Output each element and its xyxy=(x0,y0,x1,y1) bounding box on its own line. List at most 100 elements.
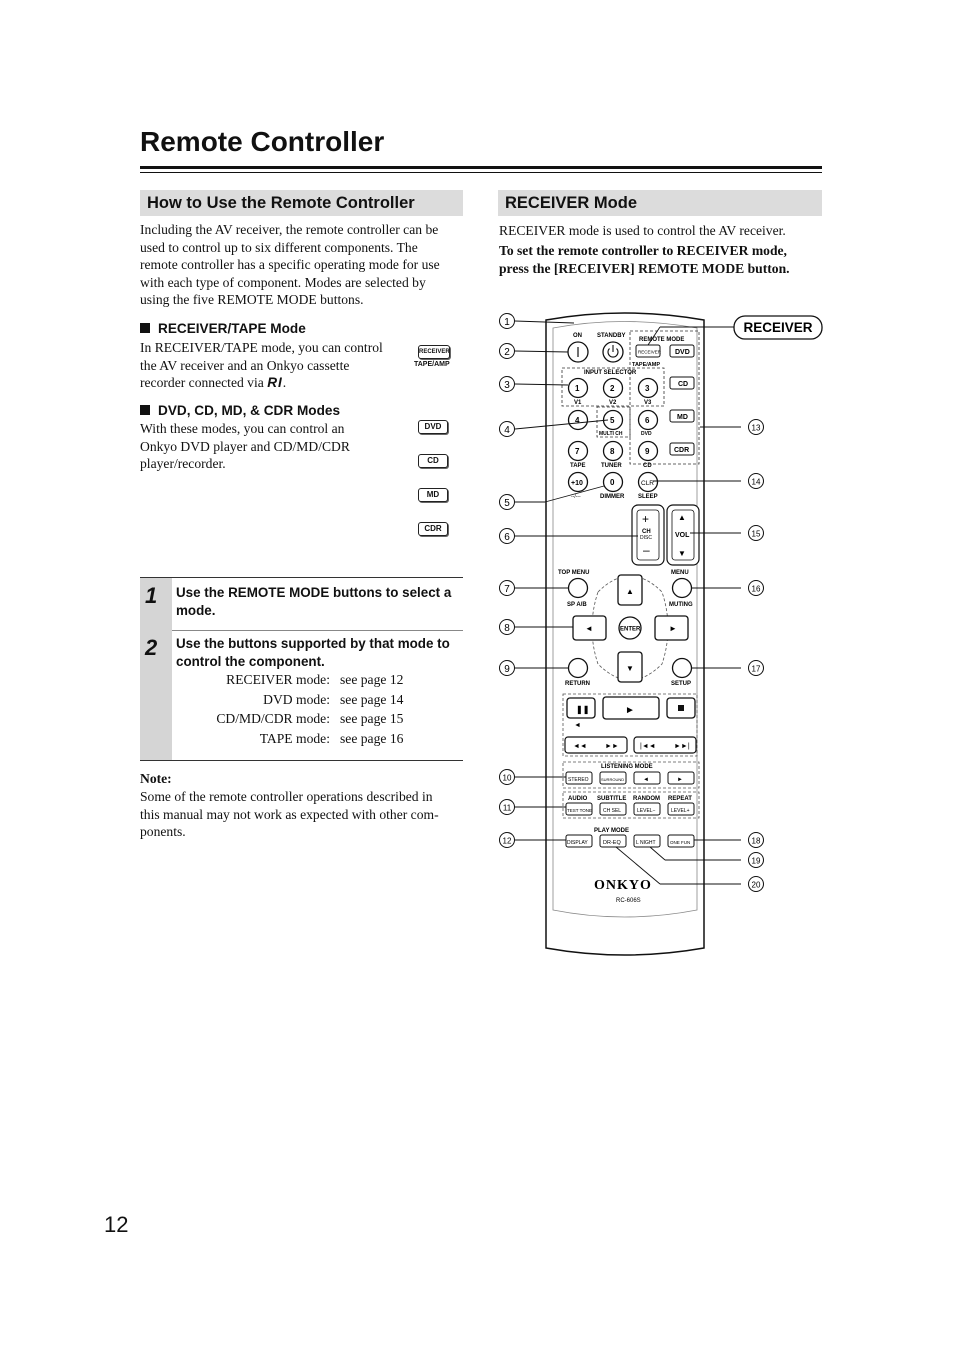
callout-number: 4 xyxy=(504,425,510,436)
one-fun-button[interactable] xyxy=(667,834,695,848)
bullet-square-icon xyxy=(140,405,150,415)
clr-button[interactable] xyxy=(637,471,659,493)
tape-label: TAPE xyxy=(570,463,586,469)
ri-symbol-icon: RI xyxy=(267,375,283,391)
late-night-button[interactable] xyxy=(633,834,661,848)
steps-box: 1 Use the REMOTE MODE buttons to select … xyxy=(140,577,463,761)
left-arrow-icon: ◄ xyxy=(585,624,593,633)
svg-text:CLR: CLR xyxy=(641,480,654,487)
cd-mode-button-illustration: CD xyxy=(418,454,448,468)
listening-mode-right-button[interactable] xyxy=(667,771,695,785)
receiver-mode-intro: RECEIVER mode is used to control the AV … xyxy=(499,223,786,238)
callout-marker xyxy=(748,876,764,892)
callout-number: 7 xyxy=(504,584,510,595)
digit-1-button[interactable] xyxy=(567,377,589,399)
digit-4-button[interactable] xyxy=(567,409,589,431)
intro-line: remote controller has a specific operati… xyxy=(140,257,440,273)
top-menu-button[interactable] xyxy=(567,577,589,599)
tuner-label: TUNER xyxy=(601,463,622,469)
receiver-mode-button-label: RECEIVER xyxy=(638,350,662,355)
svg-text:STEREO: STEREO xyxy=(568,777,589,783)
test-tone-button[interactable] xyxy=(565,802,593,816)
cdr-mode-button-illustration: CDR xyxy=(418,522,448,536)
enter-button[interactable] xyxy=(618,616,642,640)
level-plus-button[interactable] xyxy=(667,802,695,816)
random-label: RANDOM xyxy=(633,796,660,802)
right-arrow-button[interactable] xyxy=(654,615,689,641)
svg-text:CH SEL: CH SEL xyxy=(603,808,621,814)
play-button[interactable] xyxy=(602,696,660,720)
surround-button[interactable] xyxy=(599,771,627,785)
receiver-callout-label: RECEIVER xyxy=(743,320,812,335)
svg-text:LEVEL−: LEVEL− xyxy=(637,808,656,814)
vol-rocker[interactable] xyxy=(666,504,700,566)
md-mode-button[interactable] xyxy=(669,409,695,423)
left-arrow-button[interactable] xyxy=(572,615,607,641)
page-number: 12 xyxy=(104,1212,129,1237)
level-minus-button[interactable] xyxy=(633,802,661,816)
left-callouts: 1 2 3 4 5 6 7 8 9 10 11 12 xyxy=(499,313,515,848)
step-back-icon: ◄ xyxy=(574,722,581,729)
digit-9-button[interactable] xyxy=(637,440,659,462)
fast-forward-icon: ►► xyxy=(605,743,619,750)
display-button[interactable] xyxy=(565,834,593,848)
vol-down-icon: ▼ xyxy=(678,549,686,558)
receiver-tape-heading-text: RECEIVER/TAPE Mode xyxy=(158,321,306,336)
callout-marker xyxy=(748,419,764,435)
skip-rocker[interactable] xyxy=(633,736,697,754)
ch-rocker[interactable] xyxy=(631,504,665,566)
svg-text:L NIGHT: L NIGHT xyxy=(636,840,656,846)
digit-8-button[interactable] xyxy=(602,440,624,462)
onkyo-logo: ONKYO xyxy=(594,878,652,893)
up-arrow-icon: ▲ xyxy=(626,587,634,596)
pause-button[interactable] xyxy=(566,697,596,719)
skip-forward-icon: ►►| xyxy=(674,743,690,750)
note-line: this manual may not work as expected wit… xyxy=(140,806,439,822)
svg-text:DISPLAY: DISPLAY xyxy=(567,840,588,846)
svg-text:4: 4 xyxy=(575,416,580,425)
up-arrow-button[interactable] xyxy=(617,574,643,606)
cdr-mode-button[interactable] xyxy=(669,442,695,456)
callout-number: 17 xyxy=(752,665,761,674)
rewind-ff-rocker[interactable] xyxy=(564,736,628,754)
pause-icon: ❚❚ xyxy=(576,705,589,715)
callout-number: 1 xyxy=(504,317,510,328)
stereo-button[interactable] xyxy=(565,771,593,785)
ch-up-icon: + xyxy=(642,512,649,526)
play-icon: ► xyxy=(625,705,635,716)
enter-label: ENTER xyxy=(620,627,641,633)
multi-ch-group xyxy=(596,406,631,438)
tape-amp-label: TAPE/AMP xyxy=(414,361,450,368)
setup-button[interactable] xyxy=(671,657,693,679)
callout-marker xyxy=(748,580,764,596)
listening-mode-label: LISTENING MODE xyxy=(601,764,653,770)
digit-3-button[interactable] xyxy=(637,377,659,399)
dvd-modes-heading: DVD, CD, MD, & CDR Modes xyxy=(140,403,340,418)
return-button[interactable] xyxy=(567,657,589,679)
dvd-mode-button[interactable] xyxy=(669,344,695,358)
text-line: Onkyo DVD player and CD/MD/CDR xyxy=(140,438,350,454)
digit-7-button[interactable] xyxy=(567,440,589,462)
svg-text:8: 8 xyxy=(610,447,615,456)
step-text: Use the buttons supported by that mode t… xyxy=(176,636,450,669)
setup-label: SETUP xyxy=(671,681,691,687)
ch-sel-button[interactable] xyxy=(599,802,627,816)
digit-0-button[interactable] xyxy=(602,471,624,493)
svg-text:1: 1 xyxy=(575,384,580,393)
menu-button[interactable] xyxy=(671,577,693,599)
callout-marker xyxy=(499,313,515,329)
model-label: RC-606S xyxy=(616,898,641,904)
digit-2-button[interactable] xyxy=(602,377,624,399)
input-selector-group xyxy=(561,367,665,407)
down-arrow-button[interactable] xyxy=(617,651,643,683)
v3-label: V3 xyxy=(644,400,652,406)
digit-6-button[interactable] xyxy=(637,409,659,431)
plus10-button[interactable] xyxy=(567,471,589,493)
callout-marker xyxy=(499,619,515,635)
input-selector-label: INPUT SELECTOR xyxy=(584,370,637,376)
dr-eq-button[interactable] xyxy=(599,834,627,848)
cd-mode-button[interactable] xyxy=(669,376,695,390)
svg-text:SURROUND: SURROUND xyxy=(601,777,624,782)
listening-mode-left-button[interactable] xyxy=(633,771,661,785)
cd-input-label: CD xyxy=(643,463,652,469)
